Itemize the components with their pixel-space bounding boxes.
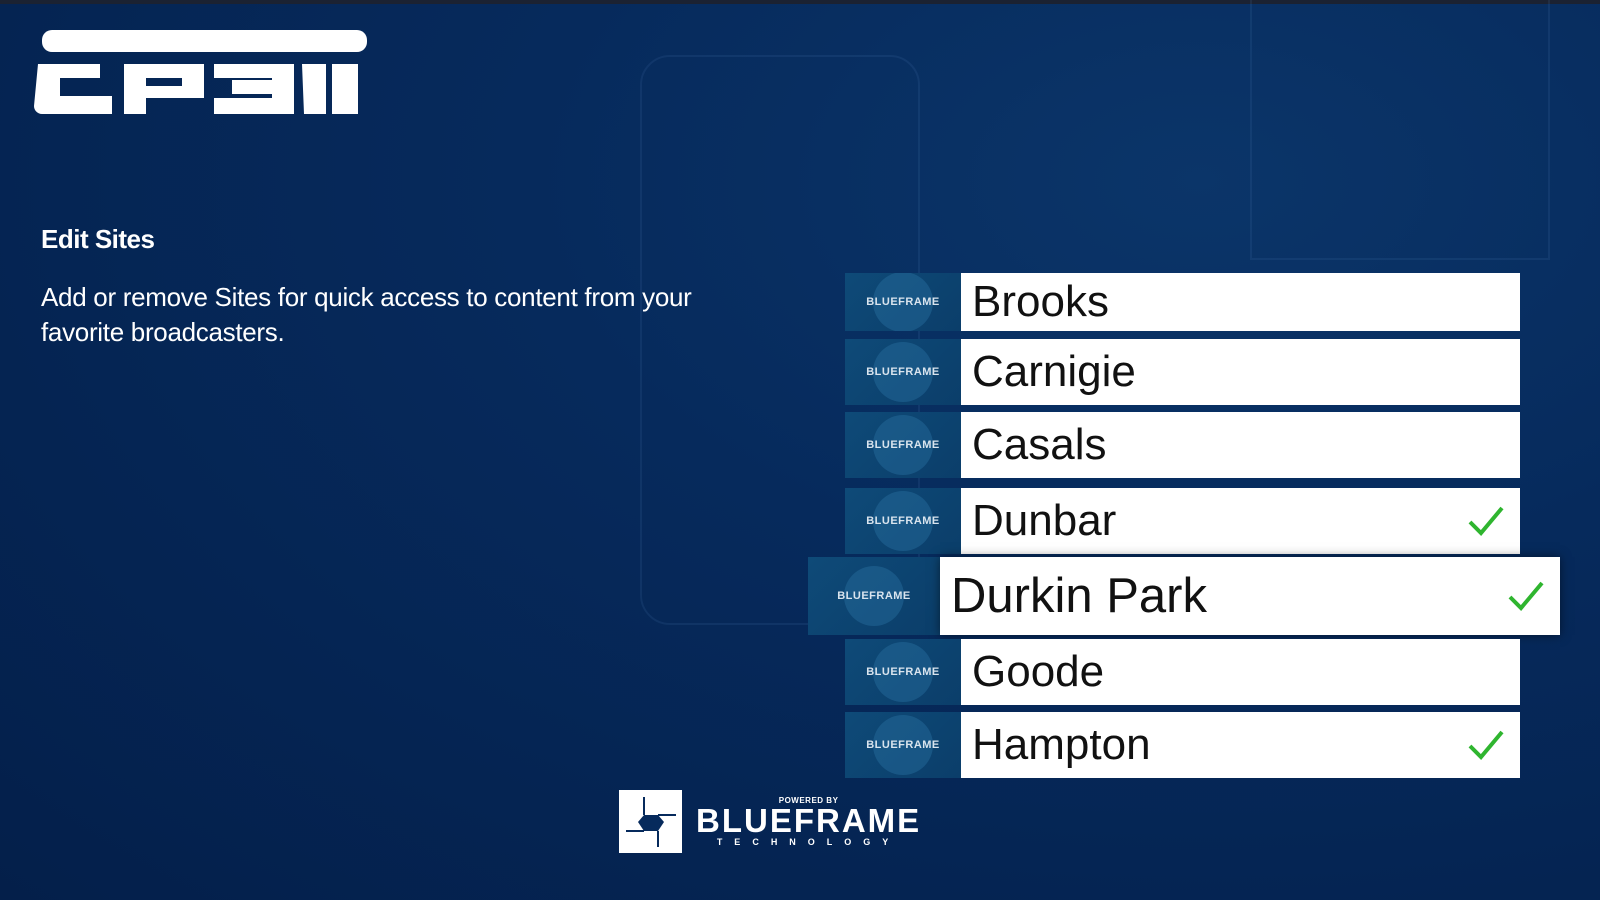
blueframe-footer-logo: POWERED BY BLUEFRAME TECHNOLOGY	[619, 790, 921, 853]
thumbnail-label: BLUEFRAME	[866, 296, 940, 308]
site-thumbnail: BLUEFRAME	[845, 488, 961, 554]
site-name-box[interactable]: Carnigie	[961, 339, 1520, 405]
checkmark-icon	[1508, 581, 1544, 611]
thumbnail-label: BLUEFRAME	[866, 439, 940, 451]
page-description: Add or remove Sites for quick access to …	[41, 282, 692, 347]
site-name: Goode	[972, 647, 1105, 696]
checkmark-icon	[1468, 506, 1504, 536]
site-thumbnail: BLUEFRAME	[845, 412, 961, 478]
top-bar	[0, 0, 1600, 4]
powered-by-label: POWERED BY	[778, 796, 839, 805]
site-row[interactable]: BLUEFRAME Brooks	[845, 273, 1520, 331]
site-thumbnail: BLUEFRAME	[845, 639, 961, 705]
checkmark-icon	[1468, 730, 1504, 760]
site-thumbnail: BLUEFRAME	[845, 273, 961, 331]
site-name-box[interactable]: Dunbar	[961, 488, 1520, 554]
brand-name: BLUEFRAME	[696, 802, 922, 839]
background-decoration	[1250, 0, 1550, 260]
thumbnail-label: BLUEFRAME	[866, 666, 940, 678]
site-thumbnail: BLUEFRAME	[845, 339, 961, 405]
site-thumbnail: BLUEFRAME	[808, 557, 940, 635]
site-name: Durkin Park	[951, 569, 1207, 623]
cpsn-logo	[34, 30, 367, 114]
thumbnail-label: BLUEFRAME	[837, 590, 911, 602]
site-row[interactable]: BLUEFRAME Hampton	[845, 712, 1520, 778]
site-name-box[interactable]: Durkin Park	[940, 557, 1560, 635]
site-name: Hampton	[972, 720, 1151, 769]
site-row[interactable]: BLUEFRAME Dunbar	[845, 488, 1520, 554]
page-title: Edit Sites	[41, 224, 155, 254]
site-row[interactable]: BLUEFRAME Casals	[845, 412, 1520, 478]
site-name-box[interactable]: Hampton	[961, 712, 1520, 778]
brand-subtitle: TECHNOLOGY	[716, 837, 901, 847]
site-name: Dunbar	[972, 496, 1117, 545]
thumbnail-label: BLUEFRAME	[866, 515, 940, 527]
site-thumbnail: BLUEFRAME	[845, 712, 961, 778]
blueframe-mark-icon	[619, 790, 682, 853]
site-name: Carnigie	[972, 347, 1136, 396]
site-name-box[interactable]: Brooks	[961, 273, 1520, 331]
site-row[interactable]: BLUEFRAME Durkin Park	[808, 557, 1560, 635]
thumbnail-label: BLUEFRAME	[866, 739, 940, 751]
site-name: Brooks	[972, 277, 1109, 326]
site-name: Casals	[972, 420, 1107, 469]
site-row[interactable]: BLUEFRAME Carnigie	[845, 339, 1520, 405]
site-name-box[interactable]: Casals	[961, 412, 1520, 478]
thumbnail-label: BLUEFRAME	[866, 366, 940, 378]
site-row[interactable]: BLUEFRAME Goode	[845, 639, 1520, 705]
site-name-box[interactable]: Goode	[961, 639, 1520, 705]
